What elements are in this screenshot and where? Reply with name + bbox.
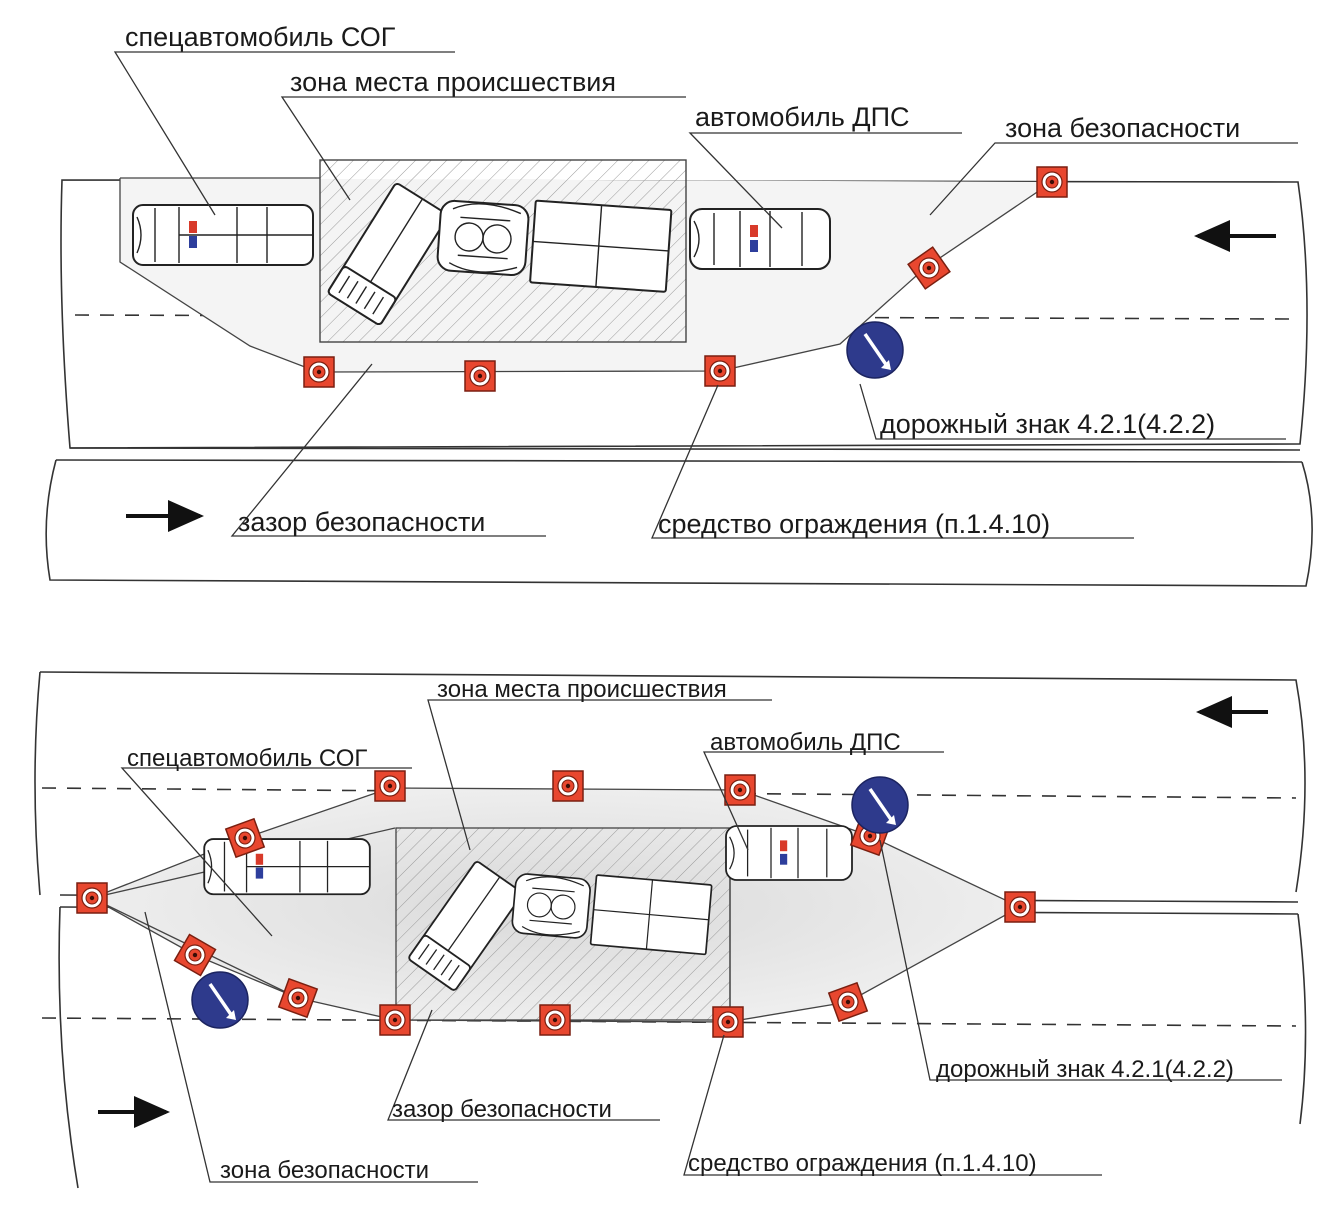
leader-line (688, 132, 962, 229)
leader-line (120, 767, 412, 937)
road-edge (39, 671, 1306, 893)
barrier-marker-icon (724, 774, 756, 806)
diagram-top: спецавтомобиль СОГ зона места происшеств… (45, 22, 1313, 587)
barrier-marker-icon (704, 355, 736, 387)
road-edge (34, 671, 41, 896)
barrier-marker-icon (1004, 891, 1036, 923)
label-dps-vehicle: автомобиль ДПС (695, 102, 909, 132)
barrier-marker-icon (464, 360, 496, 392)
road-sign-4-2-1-icon (845, 320, 905, 380)
road-sign-4-2-1-icon (190, 970, 250, 1030)
diagram-bottom: зона места происшествия спецавтомобиль С… (34, 671, 1307, 1189)
label-safety-zone: зона безопасности (1005, 113, 1240, 143)
barrier-marker-icon (303, 356, 335, 388)
road-edge (60, 179, 1308, 449)
leader-line (859, 383, 1286, 440)
leader-line (144, 911, 478, 1183)
road-divider (69, 447, 1301, 451)
leader-line (879, 839, 1282, 1081)
leader-line (113, 51, 455, 216)
label-barrier-device: средство ограждения (п.1.4.10) (658, 509, 1050, 539)
barrier-marker-icon (552, 770, 584, 802)
label-safety-zone: зона безопасности (220, 1157, 429, 1184)
label-safety-gap: зазор безопасности (392, 1096, 612, 1123)
leader-line (683, 1034, 1102, 1176)
leader-line (929, 142, 1298, 216)
barrier-marker-icon (1036, 166, 1068, 198)
dps-vehicle (725, 825, 853, 881)
leader-line (651, 384, 1134, 539)
label-sog-vehicle: спецавтомобиль СОГ (127, 745, 367, 772)
dps-vehicle (689, 208, 831, 270)
barrier-marker-icon (712, 1006, 744, 1038)
leader-line (702, 751, 944, 851)
label-barrier-device: средство ограждения (п.1.4.10) (688, 1150, 1037, 1177)
leader-line (387, 1009, 660, 1121)
label-dps-vehicle: автомобиль ДПС (710, 729, 901, 756)
leader-line (280, 96, 686, 201)
road-divider (55, 459, 1303, 463)
label-road-sign: дорожный знак 4.2.1(4.2.2) (936, 1056, 1234, 1083)
safety-zone-border (90, 787, 1022, 1023)
label-incident-zone: зона места происшествия (290, 67, 616, 97)
leader-line (230, 363, 546, 537)
road-edge (58, 906, 79, 1189)
label-incident-zone: зона места происшествия (437, 676, 727, 703)
sog-vehicle (203, 838, 371, 896)
barrier-marker-icon (379, 1004, 411, 1036)
road-edge (45, 459, 1313, 587)
road-sign-4-2-1-icon (850, 775, 910, 835)
sog-vehicle (132, 204, 314, 266)
barrier-marker-icon (539, 1004, 571, 1036)
label-safety-gap: зазор безопасности (238, 507, 485, 537)
label-road-sign: дорожный знак 4.2.1(4.2.2) (880, 409, 1215, 439)
safety-zone-border (119, 178, 1053, 373)
barrier-marker-icon (374, 770, 406, 802)
label-sog-vehicle: спецавтомобиль СОГ (125, 22, 396, 52)
leader-line (427, 699, 772, 851)
barrier-marker-icon (76, 882, 108, 914)
road-edge (1297, 913, 1307, 1125)
